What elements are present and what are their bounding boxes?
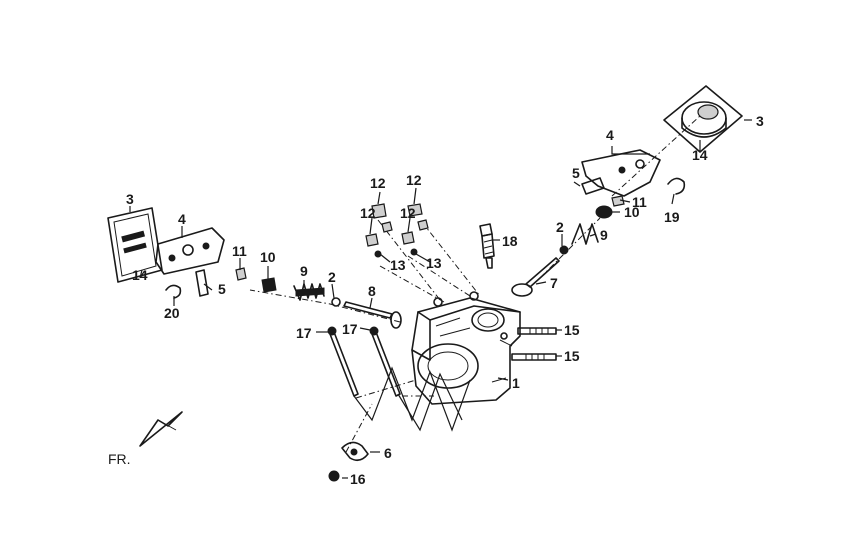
cylinder-head bbox=[411, 291, 521, 405]
label-10-left: 10 bbox=[260, 249, 276, 265]
spark-plug bbox=[479, 223, 495, 269]
label-3-left: 3 bbox=[126, 191, 134, 207]
label-6: 6 bbox=[384, 445, 392, 461]
label-17-left: 17 bbox=[296, 325, 312, 341]
right-valve-group bbox=[511, 149, 686, 297]
label-15-top: 15 bbox=[564, 322, 580, 338]
label-15-bottom: 15 bbox=[564, 348, 580, 364]
label-9-left: 9 bbox=[300, 263, 308, 279]
label-1: 1 bbox=[512, 375, 520, 391]
label-2-left: 2 bbox=[328, 269, 336, 285]
label-3-right: 3 bbox=[756, 113, 764, 129]
label-12-c: 12 bbox=[360, 205, 376, 221]
label-12-a: 12 bbox=[370, 175, 386, 191]
label-11-right: 11 bbox=[632, 194, 647, 210]
label-10-right: 10 bbox=[624, 204, 640, 220]
label-14-right: 14 bbox=[692, 147, 708, 163]
right-cover bbox=[663, 85, 743, 153]
label-11-left: 11 bbox=[232, 243, 247, 259]
label-4-left: 4 bbox=[178, 211, 186, 227]
stud-bolts bbox=[511, 327, 557, 361]
label-20: 20 bbox=[164, 305, 180, 321]
leader-lines bbox=[129, 119, 752, 479]
label-19: 19 bbox=[664, 209, 680, 225]
bottom-parts bbox=[328, 441, 369, 482]
label-16: 16 bbox=[350, 471, 366, 487]
label-5-right: 5 bbox=[572, 165, 580, 181]
label-8: 8 bbox=[368, 283, 376, 299]
label-13-b: 13 bbox=[426, 255, 442, 271]
long-bolts bbox=[327, 326, 401, 397]
label-12-b: 12 bbox=[406, 172, 422, 188]
front-direction-label: FR. bbox=[108, 451, 131, 467]
part-labels: 3 4 14 5 20 11 10 9 2 8 17 17 12 12 12 1… bbox=[108, 113, 764, 487]
label-5-left: 5 bbox=[218, 281, 226, 297]
front-direction-arrow bbox=[139, 411, 183, 447]
label-9-right: 9 bbox=[600, 227, 608, 243]
label-2-right: 2 bbox=[556, 219, 564, 235]
left-rocker-group bbox=[107, 207, 402, 329]
label-13-a: 13 bbox=[390, 257, 406, 273]
label-17-right: 17 bbox=[342, 321, 358, 337]
cap-nuts bbox=[365, 203, 429, 258]
label-14-left: 14 bbox=[132, 267, 148, 283]
label-4-right: 4 bbox=[606, 127, 614, 143]
label-12-d: 12 bbox=[400, 205, 416, 221]
label-7: 7 bbox=[550, 275, 558, 291]
label-18: 18 bbox=[502, 233, 518, 249]
